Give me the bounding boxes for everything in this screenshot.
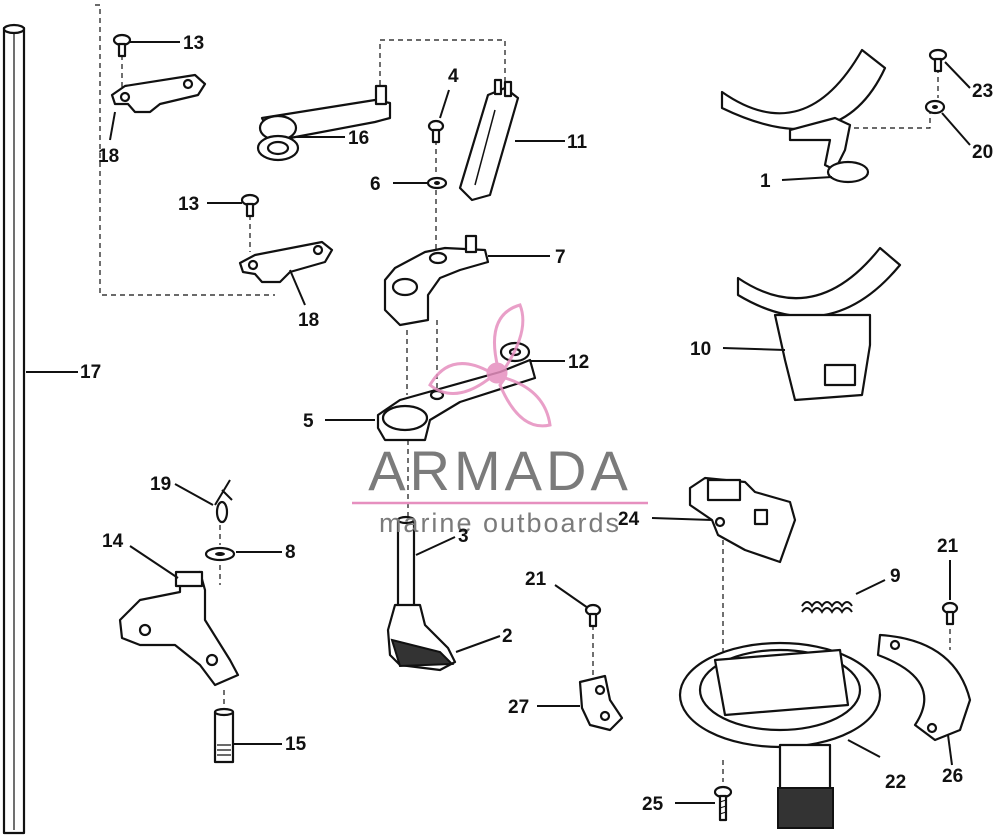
part-6-washer (426, 176, 448, 190)
part-21-screw-left (584, 603, 602, 628)
label-18-bottom: 18 (298, 310, 319, 331)
label-15: 15 (285, 734, 307, 755)
part-26-arc-plate (876, 633, 972, 742)
label-20: 20 (972, 142, 993, 163)
part-13-screw-mid (240, 193, 260, 218)
part-9-spring (801, 601, 853, 614)
label-21-left: 21 (525, 569, 547, 590)
part-1-ring-bracket (720, 48, 887, 184)
leader-lines (26, 41, 971, 804)
part-22-timer-base (678, 641, 882, 829)
label-1: 1 (760, 171, 771, 192)
label-14: 14 (102, 531, 124, 552)
part-16-crank (256, 84, 392, 162)
part-2-foot (386, 603, 457, 672)
label-4: 4 (448, 66, 459, 87)
label-21-right: 21 (937, 536, 959, 557)
label-22: 22 (885, 772, 906, 793)
label-8: 8 (285, 542, 296, 563)
part-11-link (458, 78, 520, 202)
assembly-dashed-lines (95, 4, 951, 782)
label-27: 27 (508, 697, 529, 718)
label-2: 2 (502, 626, 513, 647)
label-12: 12 (568, 352, 589, 373)
label-26: 26 (942, 766, 963, 787)
part-number-labels: 13 18 13 18 16 4 6 11 7 12 5 3 2 19 8 14… (80, 33, 993, 815)
label-23: 23 (972, 81, 993, 102)
part-18-bracket-top (110, 73, 207, 114)
part-8-washer (204, 546, 236, 562)
part-25-screw (713, 785, 733, 822)
label-6: 6 (370, 174, 381, 195)
label-13-top: 13 (183, 33, 204, 54)
label-25: 25 (642, 794, 664, 815)
part-10-bracket (736, 246, 902, 402)
label-11: 11 (567, 132, 588, 153)
part-21-screw-right (941, 601, 959, 626)
part-4-screw (427, 119, 445, 144)
watermark-text: ARMADA marine outboards (352, 439, 648, 538)
part-18-bracket-bottom (238, 240, 334, 284)
label-16: 16 (348, 128, 369, 149)
label-7: 7 (555, 247, 566, 268)
part-15-pin (213, 707, 235, 764)
part-27-clip (578, 674, 624, 732)
part-23-screw (928, 48, 948, 73)
part-13-screw-top (112, 33, 132, 58)
part-14-bracket (118, 570, 240, 687)
part-7-lever (383, 234, 490, 327)
watermark-brand: ARMADA (368, 439, 632, 502)
watermark-tagline: marine outboards (379, 508, 621, 538)
label-3: 3 (458, 526, 469, 547)
propeller-logo-watermark (428, 303, 552, 428)
label-13-mid: 13 (178, 194, 199, 215)
part-17-rod (2, 23, 26, 835)
label-10: 10 (690, 339, 711, 360)
label-24: 24 (618, 509, 640, 530)
label-17: 17 (80, 362, 101, 383)
label-5: 5 (303, 411, 314, 432)
label-9: 9 (890, 566, 901, 587)
label-18-top: 18 (98, 146, 119, 167)
label-19: 19 (150, 474, 171, 495)
part-24-switch (688, 476, 797, 564)
part-19-cotter-pin (214, 479, 233, 524)
part-20-washer (924, 99, 946, 115)
